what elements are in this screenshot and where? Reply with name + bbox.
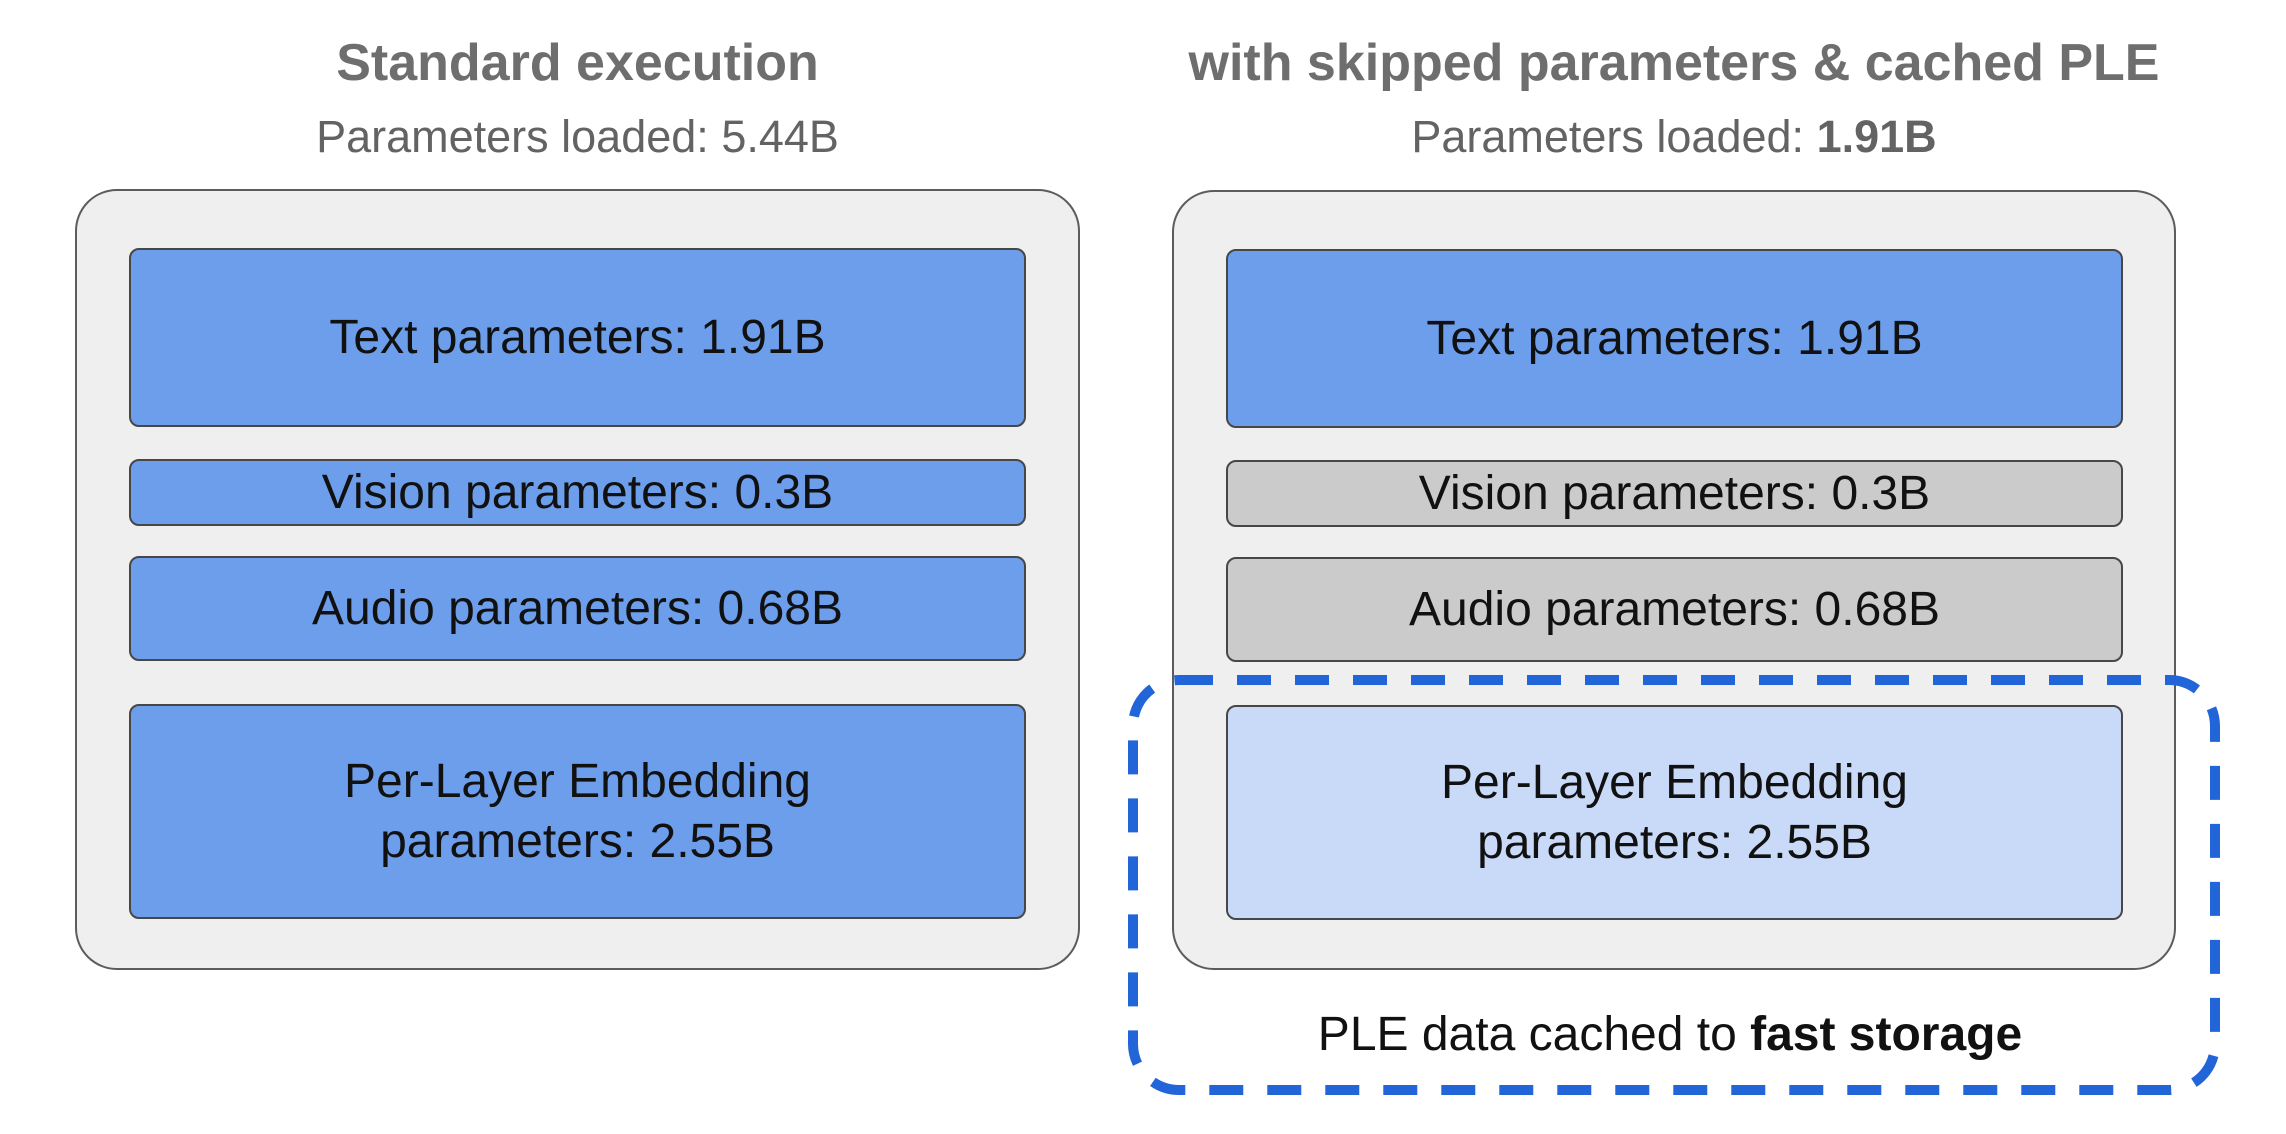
right-audio-parameters-label: Audio parameters: 0.68B [1409, 582, 1940, 636]
left-vision-parameters-box: Vision parameters: 0.3B [129, 459, 1026, 526]
left-vision-parameters-label: Vision parameters: 0.3B [321, 465, 834, 519]
left-ple-label-line1: Per-Layer Embedding [344, 754, 811, 808]
right-subtitle-value: 1.91B [1816, 111, 1937, 162]
left-audio-parameters-label: Audio parameters: 0.68B [312, 581, 843, 635]
ple-cache-callout: PLE data cached to fast storage [1129, 1006, 2211, 1064]
right-vision-parameters-label: Vision parameters: 0.3B [1418, 466, 1931, 520]
right-subtitle-prefix: Parameters loaded: [1411, 111, 1817, 162]
ple-cache-callout-prefix: PLE data cached to [1317, 1008, 1751, 1061]
left-text-parameters-label: Text parameters: 1.91B [329, 310, 826, 364]
right-ple-label-line2: parameters: 2.55B [1477, 815, 1872, 869]
right-panel-title: with skipped parameters & cached PLE [1188, 34, 2160, 92]
left-ple-label-line2: parameters: 2.55B [380, 814, 775, 868]
right-vision-parameters-box-skipped: Vision parameters: 0.3B [1226, 460, 2123, 527]
skipped-parameters-container: Text parameters: 1.91B Vision parameters… [1172, 190, 2176, 970]
left-audio-parameters-box: Audio parameters: 0.68B [129, 556, 1026, 661]
left-per-layer-embedding-box: Per-Layer Embedding parameters: 2.55B [129, 704, 1026, 919]
right-ple-label-line1: Per-Layer Embedding [1441, 755, 1908, 809]
left-subtitle-value: 5.44B [721, 111, 839, 162]
right-per-layer-embedding-box-cached: Per-Layer Embedding parameters: 2.55B [1226, 705, 2123, 920]
right-panel-subtitle: Parameters loaded: 1.91B [1172, 110, 2176, 164]
left-panel-title: Standard execution [336, 34, 819, 92]
right-audio-parameters-box-skipped: Audio parameters: 0.68B [1226, 557, 2123, 662]
right-text-parameters-label: Text parameters: 1.91B [1426, 311, 1923, 365]
left-panel-subtitle: Parameters loaded: 5.44B [75, 110, 1080, 164]
standard-execution-container: Text parameters: 1.91B Vision parameters… [75, 189, 1080, 970]
right-text-parameters-box: Text parameters: 1.91B [1226, 249, 2123, 428]
left-text-parameters-box: Text parameters: 1.91B [129, 248, 1026, 427]
left-subtitle-prefix: Parameters loaded: [316, 111, 722, 162]
ple-cache-callout-bold: fast storage [1750, 1008, 2023, 1061]
